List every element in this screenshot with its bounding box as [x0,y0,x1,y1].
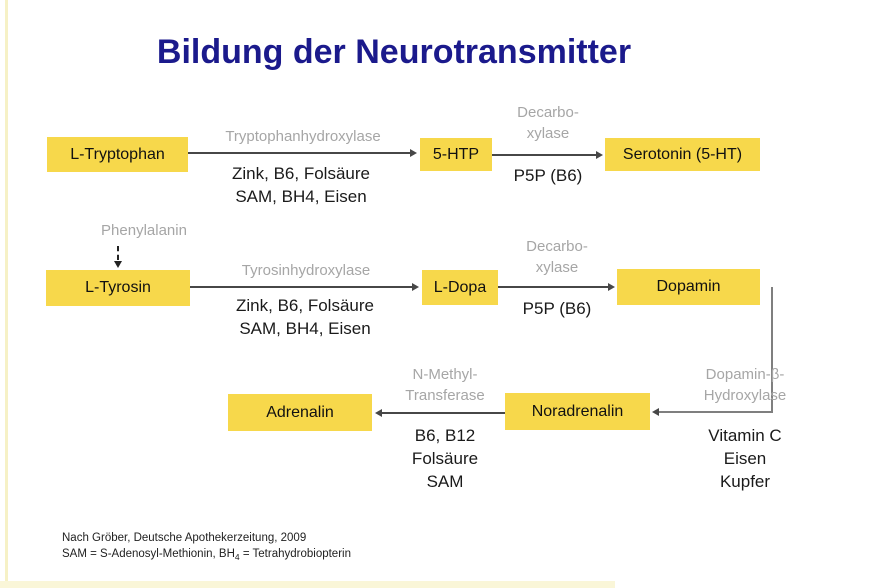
cofactors-dbh-line3: Kupfer [719,472,771,491]
node-l-tryptophan: L-Tryptophan [47,137,188,172]
cofactors-row1-line2: SAM, BH4, Eisen [235,187,367,206]
cofactor-p5p-2: P5P (B6) [522,299,592,318]
left-edge-stripe [5,0,8,588]
enzyme-dopamin-beta-hydroxylase: Dopamin-β- Hydroxylase [704,364,787,406]
connector-dopamin-to-noradrenalin [659,411,773,413]
arrowhead-right-icon [410,149,417,157]
precursor-phenylalanin: Phenylalanin [101,222,187,239]
node-serotonin: Serotonin (5-HT) [605,138,760,171]
arrowhead-down-icon [114,261,122,268]
enzyme-dbh-line1: Dopamin-β- [705,366,785,383]
cofactors-n-methyl-line3: SAM [426,472,464,491]
cofactors-n-methyl-line1: B6, B12 [414,426,476,445]
enzyme-n-methyl-line1: N-Methyl- [412,366,478,383]
footer-abbrev-post: = Tetrahydrobiopterin [239,548,351,560]
node-adrenalin: Adrenalin [228,394,372,431]
cofactors-dbh: Vitamin C Eisen Kupfer [708,424,781,493]
page-title: Bildung der Neurotransmitter [156,33,632,71]
node-l-tyrosin: L-Tyrosin [46,270,190,306]
cofactors-dbh-line2: Eisen [723,449,767,468]
node-l-dopa: L-Dopa [422,270,498,305]
enzyme-decarboxylase-1-line1: Decarbo- [517,104,579,121]
enzyme-decarboxylase-2-line2: xylase [535,259,579,276]
cofactor-p5p-1: P5P (B6) [513,166,583,185]
enzyme-dbh-line2: Hydroxylase [703,387,787,404]
enzyme-tyrosinhydroxylase: Tyrosinhydroxylase [241,262,371,279]
arrowhead-left-icon [652,408,659,416]
arrow-noradrenalin-to-adrenalin [382,412,505,414]
footer: Nach Gröber, Deutsche Apothekerzeitung, … [62,530,351,565]
enzyme-n-methyl-transferase: N-Methyl- Transferase [405,364,484,406]
arrow-dopa-to-dopamin [498,286,610,288]
node-noradrenalin: Noradrenalin [505,393,650,430]
bottom-edge-stripe [0,581,615,588]
cofactors-row2: Zink, B6, Folsäure SAM, BH4, Eisen [236,294,374,340]
cofactors-row1: Zink, B6, Folsäure SAM, BH4, Eisen [232,162,370,208]
footer-abbrev-pre: SAM = S-Adenosyl-Methionin, BH [62,548,235,560]
enzyme-decarboxylase-2-line1: Decarbo- [526,238,588,255]
arrowhead-right-icon [412,283,419,291]
node-dopamin: Dopamin [617,269,760,305]
cofactors-n-methyl-line2: Folsäure [411,449,479,468]
arrowhead-left-icon [375,409,382,417]
arrow-5htp-to-serotonin [492,154,598,156]
footer-source: Nach Gröber, Deutsche Apothekerzeitung, … [62,532,307,544]
footer-abbrev-sub: 4 [234,552,240,562]
cofactors-n-methyl: B6, B12 Folsäure SAM [412,424,478,493]
enzyme-decarboxylase-2: Decarbo- xylase [526,236,588,278]
arrow-tyrosin-to-dopa [190,286,414,288]
arrow-tryptophan-to-5htp [188,152,412,154]
cofactors-row2-line1: Zink, B6, Folsäure [236,296,374,315]
enzyme-decarboxylase-1: Decarbo- xylase [517,102,579,144]
footer-abbreviations: SAM = S-Adenosyl-Methionin, BH4 = Tetrah… [62,546,351,565]
arrowhead-right-icon [608,283,615,291]
arrowhead-right-icon [596,151,603,159]
arrow-phenylalanin-to-tyrosin [117,246,119,260]
cofactors-dbh-line1: Vitamin C [708,426,782,445]
connector-dopamin-down [771,287,773,413]
cofactors-row2-line2: SAM, BH4, Eisen [239,319,371,338]
node-5-htp: 5-HTP [420,138,492,171]
enzyme-n-methyl-line2: Transferase [405,387,485,404]
enzyme-decarboxylase-1-line2: xylase [526,125,570,142]
enzyme-tryptophanhydroxylase: Tryptophanhydroxylase [225,128,381,145]
cofactors-row1-line1: Zink, B6, Folsäure [232,164,370,183]
